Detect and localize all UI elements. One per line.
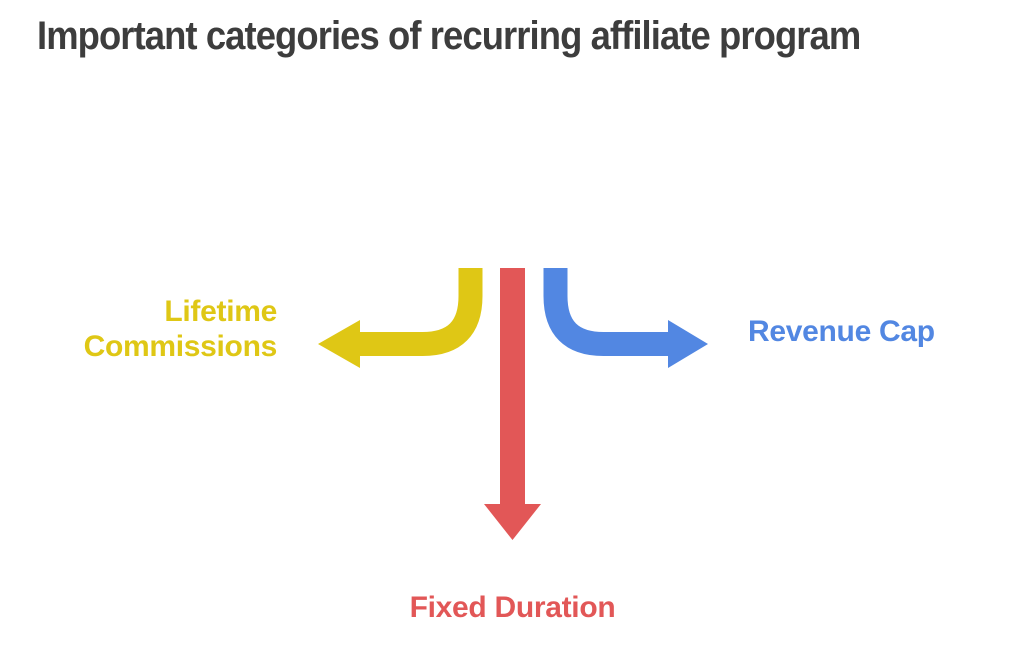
fixed-arrowhead-icon (484, 504, 541, 540)
page-title: Important categories of recurring affili… (37, 14, 861, 58)
revenue-cap-label: Revenue Cap (748, 315, 935, 348)
fixed-duration-arrow (484, 268, 541, 540)
lifetime-commissions-label: Lifetime Commissions (83, 295, 278, 363)
fixed-duration-label: Fixed Duration (409, 591, 616, 624)
lifetime-arrow-shaft (360, 268, 483, 356)
lifetime-arrowhead-icon (318, 320, 360, 368)
lifetime-commissions-arrow (318, 268, 483, 368)
revenue-arrow-shaft (543, 268, 668, 356)
revenue-arrowhead-icon (668, 320, 708, 368)
revenue-cap-arrow (543, 268, 708, 368)
